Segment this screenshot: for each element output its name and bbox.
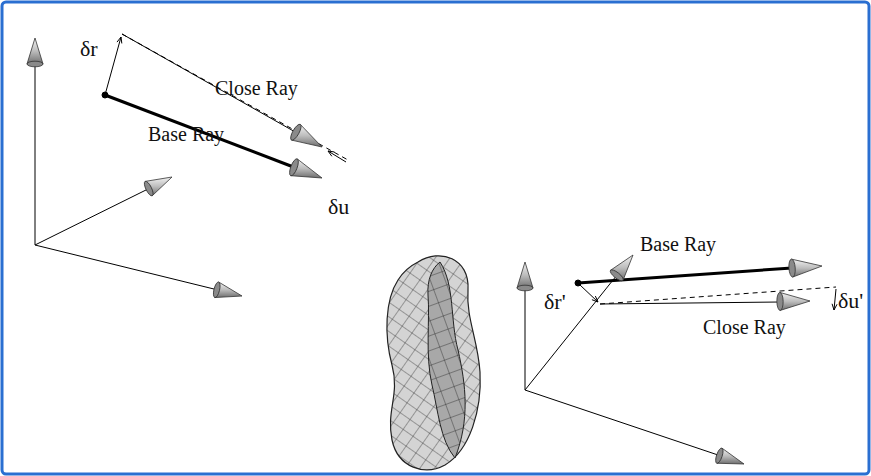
offset-guide (122, 34, 348, 160)
direction-offset-label: δu (328, 196, 349, 218)
axis-cone (212, 281, 242, 298)
ray-cone (288, 158, 322, 178)
scatterer-fold (428, 262, 465, 458)
axis-line (35, 188, 150, 245)
delta-r-arrow (580, 285, 598, 302)
ray-offset-label: δr (80, 38, 98, 60)
delta-u-arrow-head (832, 304, 837, 310)
ray-name: Close Ray (215, 78, 298, 98)
axis-line (525, 275, 617, 390)
axis-cone (609, 255, 633, 282)
ray-cone (777, 292, 810, 310)
axis-line (35, 245, 218, 290)
base-ray (578, 268, 792, 283)
delta-r-arrow-head (592, 296, 598, 302)
axis-line (35, 60, 36, 245)
ray-cone (788, 259, 822, 277)
delta-u-arrow (328, 151, 346, 162)
ray-cone (289, 123, 322, 147)
ray-offset-label: δr' (544, 291, 566, 313)
delta-u-arrow-head (328, 151, 334, 156)
axis-cone (714, 447, 744, 464)
axis-cone (517, 262, 533, 291)
axis-cone (27, 38, 43, 67)
ray-name: Close Ray (703, 317, 786, 337)
base-ray (105, 95, 296, 168)
axis-line (525, 390, 718, 455)
ray-name: Base Ray (640, 234, 716, 254)
axis-cone (143, 177, 172, 197)
direction-offset-label: δu' (838, 290, 863, 312)
delta-r-arrow (105, 37, 121, 95)
ray-name: Base Ray (148, 124, 224, 144)
axis-line (525, 290, 526, 390)
delta-r-arrow-head (117, 37, 122, 43)
scatterer-body (387, 256, 480, 470)
